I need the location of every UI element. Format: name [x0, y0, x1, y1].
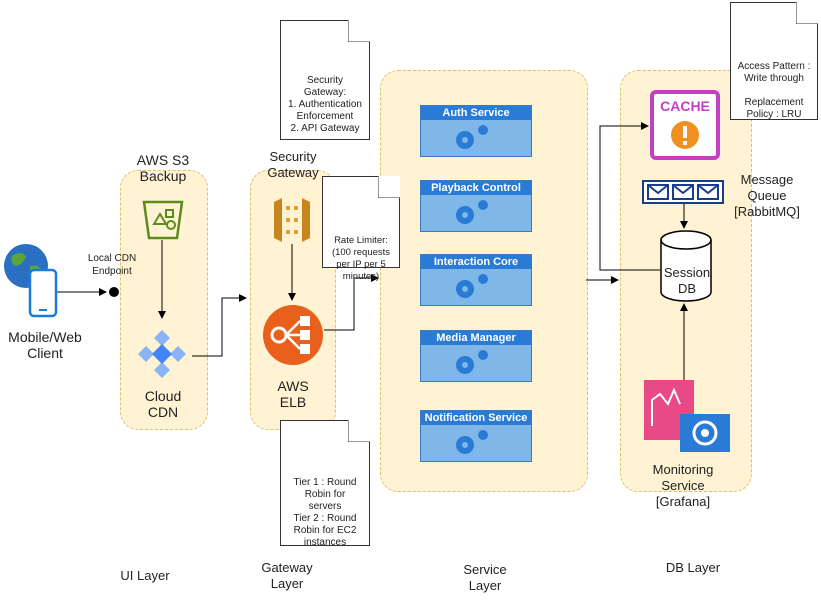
api-gateway-icon [274, 196, 310, 249]
notification-service-box[interactable]: Notification Service [420, 410, 532, 462]
cdn-endpoint-label: Local CDN Endpoint [87, 253, 137, 277]
service-title: Media Manager [421, 331, 531, 345]
client-label: Mobile/Web Client [8, 329, 82, 361]
warning-icon [671, 121, 699, 149]
security-gateway-note: Security Gateway: 1. Authentication Enfo… [280, 20, 370, 140]
gateway-layer-label: Gateway Layer [261, 560, 313, 591]
gears-icon [456, 350, 488, 374]
tier-note: Tier 1 : Round Robin for servers Tier 2 … [280, 420, 370, 548]
cache-icon: CACHE [650, 90, 720, 160]
ui-layer-container [120, 170, 208, 430]
cache-policy-note: Access Pattern : Write through Replaceme… [730, 2, 818, 120]
gears-icon [456, 125, 488, 149]
elb-label: AWS ELB [277, 378, 309, 410]
rate-limiter-note: Rate Limiter: (100 requests per IP per 5… [322, 176, 400, 282]
service-layer-label: Service Layer [463, 562, 507, 593]
ui-layer-label: UI Layer [120, 568, 170, 583]
s3-label: AWS S3 Backup [136, 152, 190, 184]
gears-icon [456, 200, 488, 224]
cloud-cdn-icon [134, 326, 190, 387]
playback-control-box[interactable]: Playback Control [420, 180, 532, 232]
db-layer-label: DB Layer [665, 560, 721, 575]
cache-text: CACHE [660, 98, 710, 114]
auth-service-box[interactable]: Auth Service [420, 105, 532, 157]
media-manager-box[interactable]: Media Manager [420, 330, 532, 382]
gears-icon [456, 274, 488, 298]
message-queue-label: Message Queue [RabbitMQ] [734, 172, 800, 219]
interaction-core-box[interactable]: Interaction Core [420, 254, 532, 306]
service-title: Interaction Core [421, 255, 531, 269]
service-title: Auth Service [421, 106, 531, 120]
session-db-icon [660, 230, 712, 307]
mobile-phone-icon [28, 268, 58, 323]
cloud-cdn-label: Cloud CDN [144, 388, 182, 420]
elb-icon [262, 304, 324, 371]
message-queue-icon [642, 180, 726, 209]
monitoring-icon [644, 380, 732, 459]
gears-icon [456, 430, 488, 454]
service-title: Playback Control [421, 181, 531, 195]
security-gateway-label: Security Gateway [267, 149, 319, 180]
service-title: Notification Service [421, 411, 531, 425]
monitoring-label: Monitoring Service [Grafana] [652, 462, 714, 509]
s3-bucket-icon [140, 196, 186, 247]
session-db-label: Session DB [663, 265, 711, 296]
